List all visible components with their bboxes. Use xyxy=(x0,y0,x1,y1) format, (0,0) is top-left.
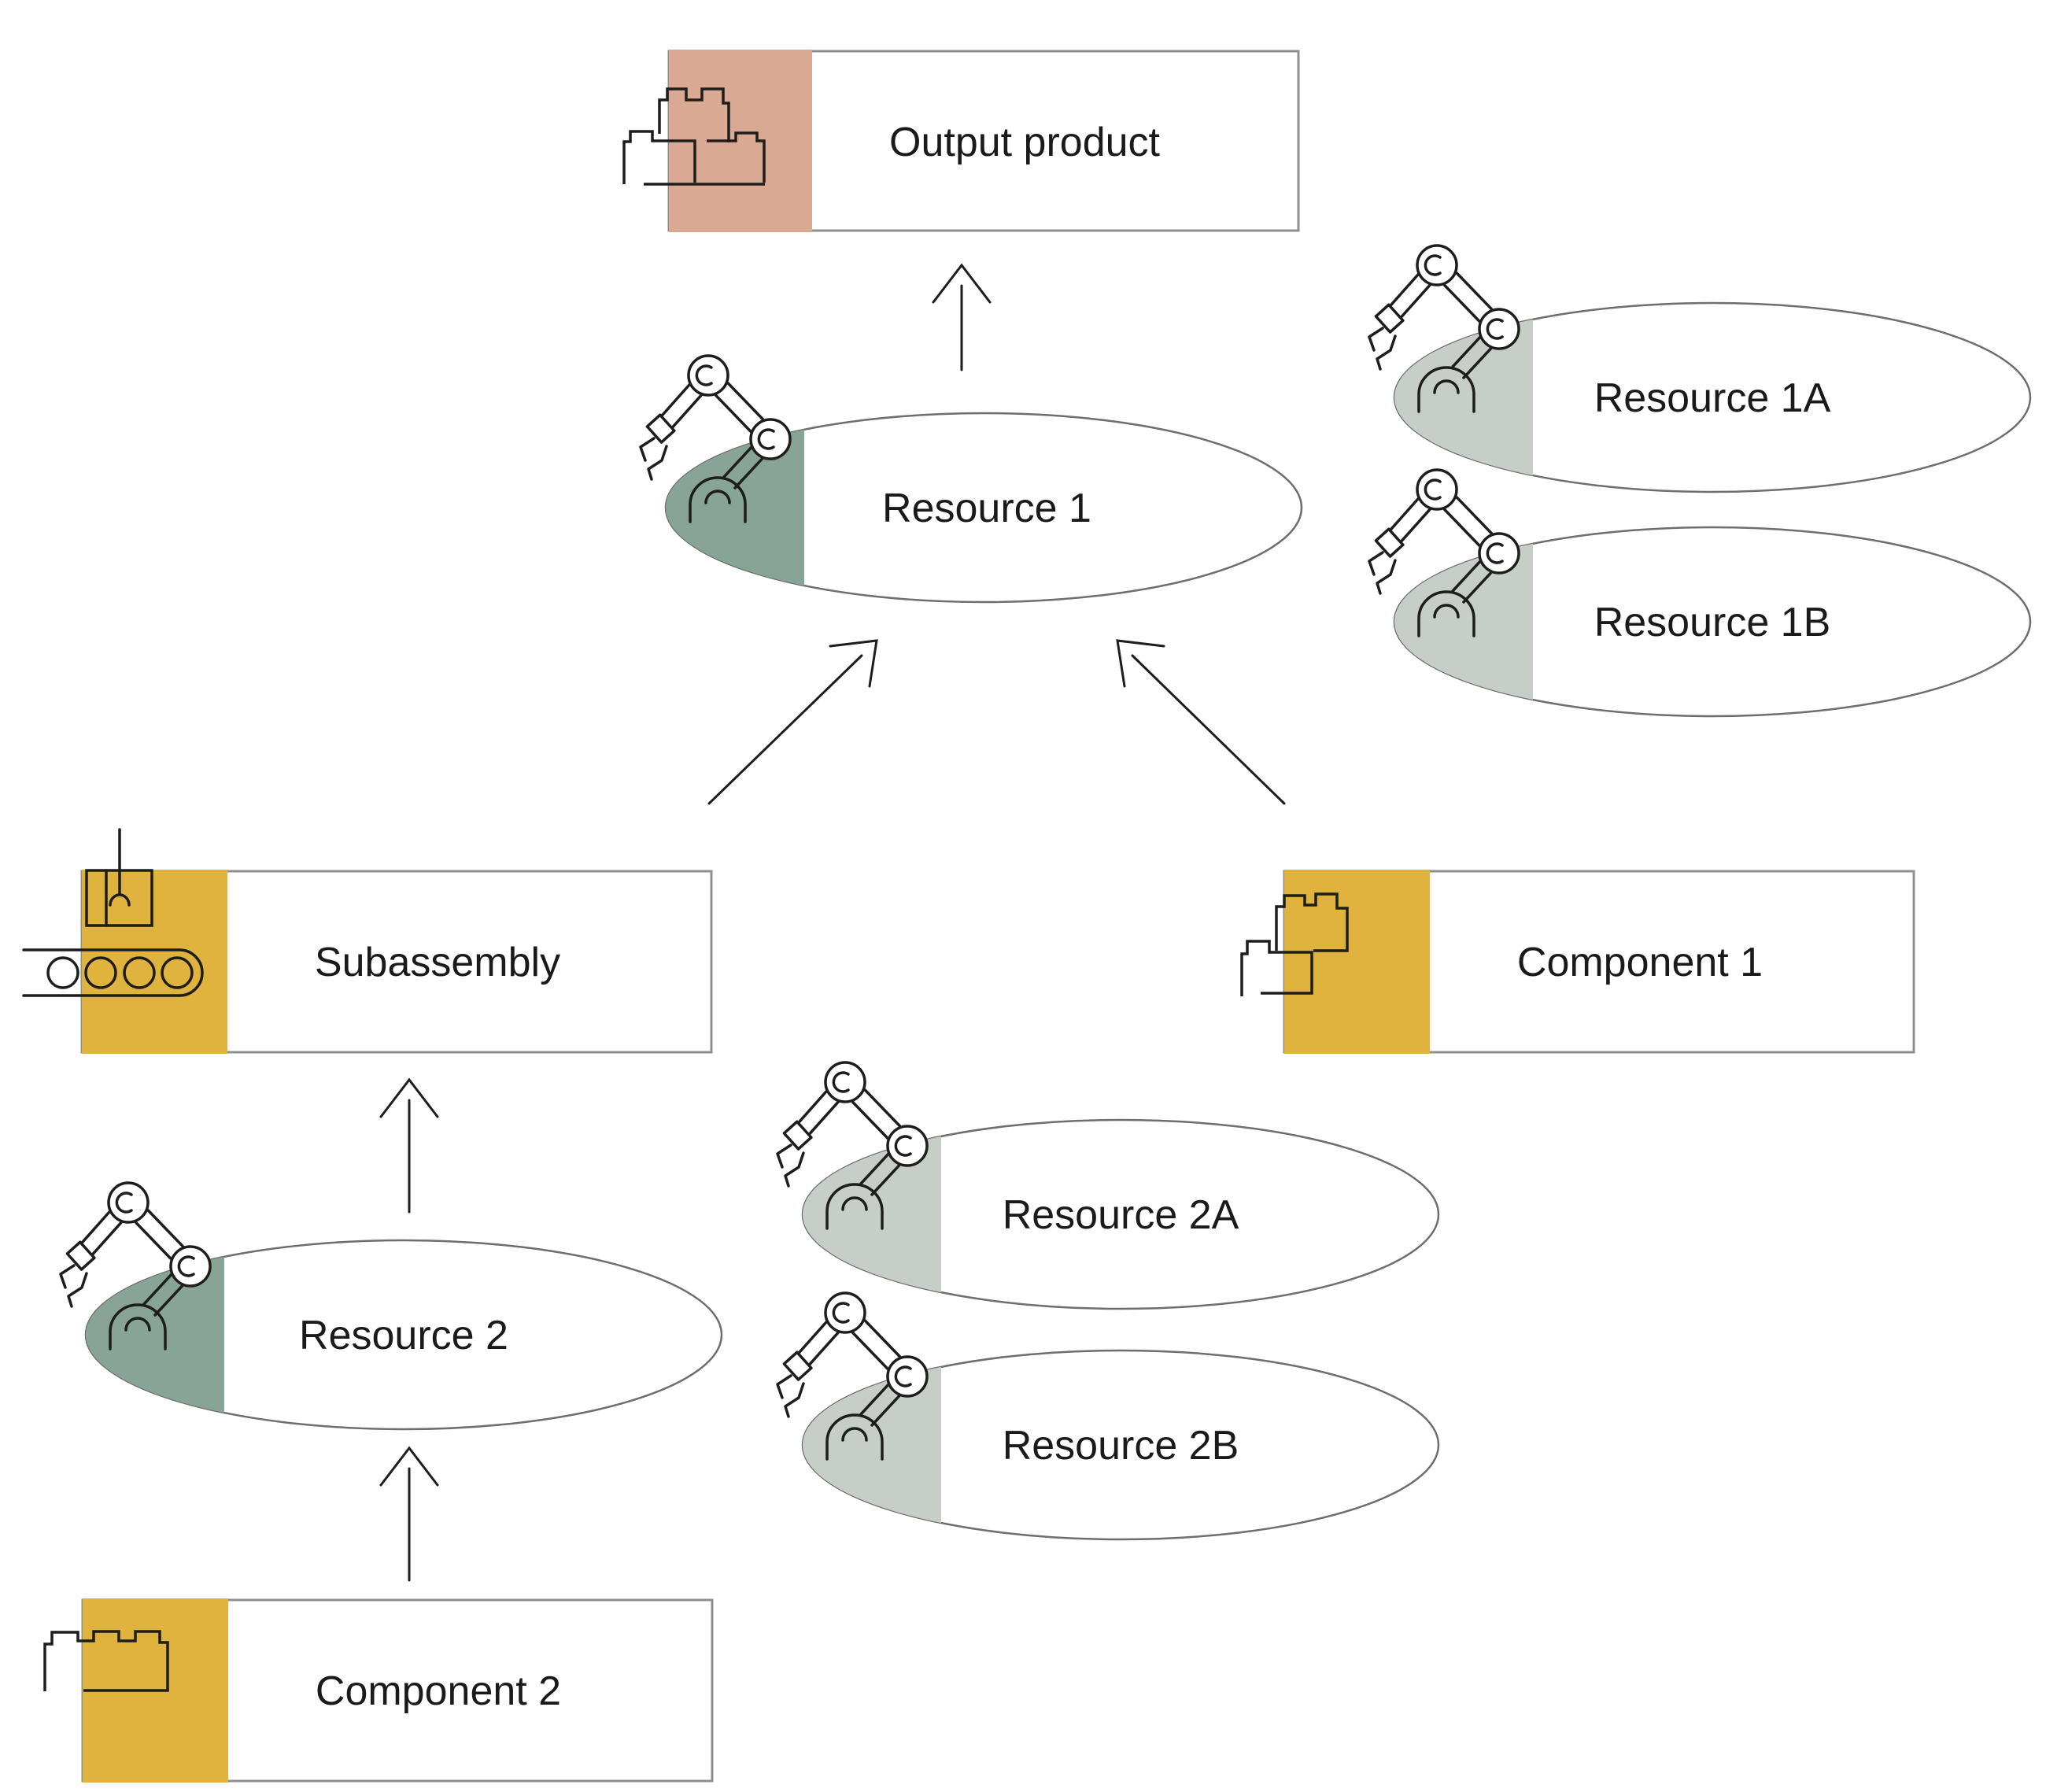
node-label: Subassembly xyxy=(315,940,560,985)
node-component-2: Component 2 xyxy=(43,1598,714,1783)
arrow-subassembly-to-resource1 xyxy=(707,639,878,805)
arrow-resource2-to-subassembly xyxy=(379,1077,439,1214)
node-subassembly: Subassembly xyxy=(22,828,713,1054)
node-output-product: Output product xyxy=(622,50,1300,232)
node-accent-segment xyxy=(1394,543,1533,700)
node-accent-segment xyxy=(803,1366,941,1524)
node-resource-1: Resource 1 xyxy=(639,354,1303,604)
node-accent-segment xyxy=(86,1256,224,1413)
node-resource-2a: Resource 2A xyxy=(776,1061,1440,1310)
node-accent-segment xyxy=(1394,319,1533,476)
node-label: Resource 2 xyxy=(299,1313,508,1358)
node-label: Output product xyxy=(889,120,1161,165)
conveyor-crane-icon xyxy=(22,828,204,997)
node-label: Resource 2A xyxy=(1003,1192,1239,1238)
node-accent-segment xyxy=(803,1136,941,1293)
node-accent-square xyxy=(82,870,227,1054)
lego-bricks-icon xyxy=(622,87,766,186)
node-label: Resource 2B xyxy=(1003,1423,1239,1469)
arrow-component2-to-resource2 xyxy=(379,1446,439,1582)
lego-bricks-icon xyxy=(1240,892,1349,996)
node-accent-segment xyxy=(666,429,804,586)
node-resource-2b: Resource 2B xyxy=(776,1291,1440,1541)
node-resource-1b: Resource 1B xyxy=(1368,468,2032,718)
node-component-1: Component 1 xyxy=(1240,870,1915,1054)
node-label: Resource 1 xyxy=(882,486,1091,531)
lego-brick-icon xyxy=(43,1630,169,1692)
node-label: Resource 1B xyxy=(1594,600,1831,645)
node-resource-1a: Resource 1A xyxy=(1368,244,2032,493)
arrow-resource1-to-output xyxy=(932,263,992,371)
node-accent-square xyxy=(1284,870,1430,1054)
node-label: Component 1 xyxy=(1517,940,1763,985)
arrow-component1-to-resource1 xyxy=(1116,639,1286,805)
node-label: Resource 1A xyxy=(1594,375,1831,421)
node-label: Component 2 xyxy=(316,1668,561,1714)
node-resource-2: Resource 2 xyxy=(59,1181,723,1431)
